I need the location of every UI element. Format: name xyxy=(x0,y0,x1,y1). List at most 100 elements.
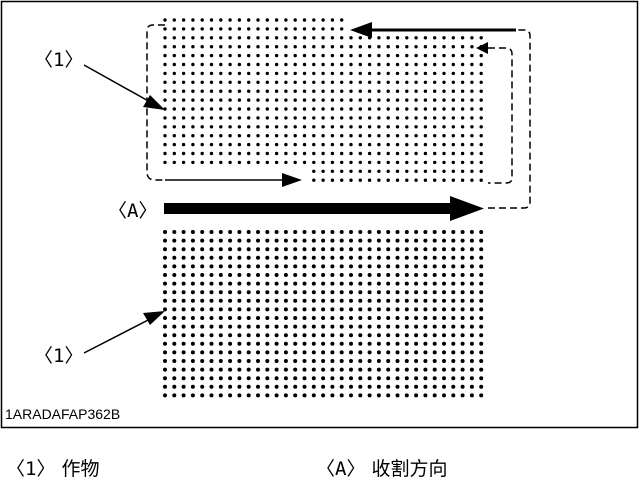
crop-dot xyxy=(405,36,409,40)
crop-dot xyxy=(163,71,167,76)
crop-dot xyxy=(395,384,400,389)
crop-dot xyxy=(470,151,474,156)
crop-dot xyxy=(302,273,307,277)
crop-dot xyxy=(414,160,418,165)
crop-dot xyxy=(172,45,176,49)
crop-dot xyxy=(200,151,204,156)
crop-dot xyxy=(302,71,307,76)
crop-dot xyxy=(460,324,465,329)
crop-dot xyxy=(237,151,242,156)
crop-dot xyxy=(460,350,465,355)
crop-dot xyxy=(460,134,465,138)
crop-dot xyxy=(376,393,381,398)
crop-dot xyxy=(190,316,195,320)
crop-dot xyxy=(209,341,214,346)
crop-dot xyxy=(181,384,186,389)
crop-dot xyxy=(358,290,363,295)
crop-dot xyxy=(265,333,270,338)
crop-dot xyxy=(284,62,288,67)
crop-dot xyxy=(330,273,335,277)
crop-dot xyxy=(228,27,232,31)
crop-dot xyxy=(451,36,455,40)
crop-dot xyxy=(246,384,251,389)
crop-dot xyxy=(404,350,409,355)
crop-dot xyxy=(274,316,279,320)
crop-dot xyxy=(265,384,270,389)
crop-dot xyxy=(330,255,335,260)
crop-dot xyxy=(209,53,214,58)
crop-dot xyxy=(358,107,362,111)
crop-dot xyxy=(330,36,335,40)
crop-dot xyxy=(367,80,372,85)
crop-dot xyxy=(274,393,279,398)
crop-dot xyxy=(423,107,428,111)
crop-dot xyxy=(190,341,195,346)
crop-dot xyxy=(404,290,409,295)
crop-dot xyxy=(265,367,270,372)
crop-dot xyxy=(460,273,465,277)
crop-dot xyxy=(181,89,186,93)
crop-dot xyxy=(451,45,455,49)
crop-dot xyxy=(209,273,214,277)
crop-dot xyxy=(293,290,298,295)
crop-dot xyxy=(451,142,455,147)
crop-dot xyxy=(321,376,326,381)
crop-dot xyxy=(395,341,400,346)
crop-dot xyxy=(395,307,400,312)
crop-dot xyxy=(218,247,223,252)
crop-dot xyxy=(256,45,260,49)
crop-dot xyxy=(367,53,372,58)
crop-dot xyxy=(442,255,446,260)
crop-dot xyxy=(218,230,223,234)
crop-dot xyxy=(423,169,428,173)
crop-dot xyxy=(293,89,297,93)
crop-dot xyxy=(330,384,335,389)
crop-dot xyxy=(163,98,167,102)
crop-dot xyxy=(265,290,270,295)
crop-dot xyxy=(367,62,372,67)
crop-dot xyxy=(172,376,177,381)
crop-dot xyxy=(405,71,409,76)
crop-dot xyxy=(470,62,474,67)
crop-dot xyxy=(247,71,251,76)
crop-dot xyxy=(386,160,390,165)
crop-dot xyxy=(218,376,223,381)
crop-dot xyxy=(442,142,446,147)
crop-dot xyxy=(293,151,297,156)
crop-dot xyxy=(293,98,297,102)
crop-dot xyxy=(265,298,270,303)
crop-dot xyxy=(293,230,298,234)
crop-dot xyxy=(312,18,316,22)
crop-dot xyxy=(237,341,242,346)
crop-dot xyxy=(265,316,270,320)
crop-dot xyxy=(163,160,167,165)
crop-dot xyxy=(265,18,269,22)
crop-dot xyxy=(442,307,446,312)
crop-dot xyxy=(414,376,419,381)
crop-dot xyxy=(367,142,372,147)
crop-dot xyxy=(256,238,260,243)
crop-dot xyxy=(265,53,269,58)
crop-dot xyxy=(181,80,186,85)
crop-dot xyxy=(386,125,390,129)
crop-dot xyxy=(284,36,288,40)
crop-dot xyxy=(312,36,316,40)
crop-dot xyxy=(470,134,474,138)
crop-dot xyxy=(442,264,446,269)
crop-dot xyxy=(312,178,316,182)
crop-dot xyxy=(460,98,465,102)
dashed-path-inner-right xyxy=(488,47,513,184)
crop-dot xyxy=(451,290,456,295)
crop-dot xyxy=(274,125,279,129)
crop-dot xyxy=(200,18,204,22)
crop-dot xyxy=(469,316,474,320)
crop-dot xyxy=(340,36,344,40)
crop-dot xyxy=(172,125,176,129)
crop-dot xyxy=(349,255,353,260)
crop-dot xyxy=(247,62,251,67)
crop-dot xyxy=(256,71,260,76)
crop-dot xyxy=(469,393,474,398)
crop-dot xyxy=(340,107,344,111)
crop-dot xyxy=(181,36,186,40)
crop-dot xyxy=(265,341,270,346)
